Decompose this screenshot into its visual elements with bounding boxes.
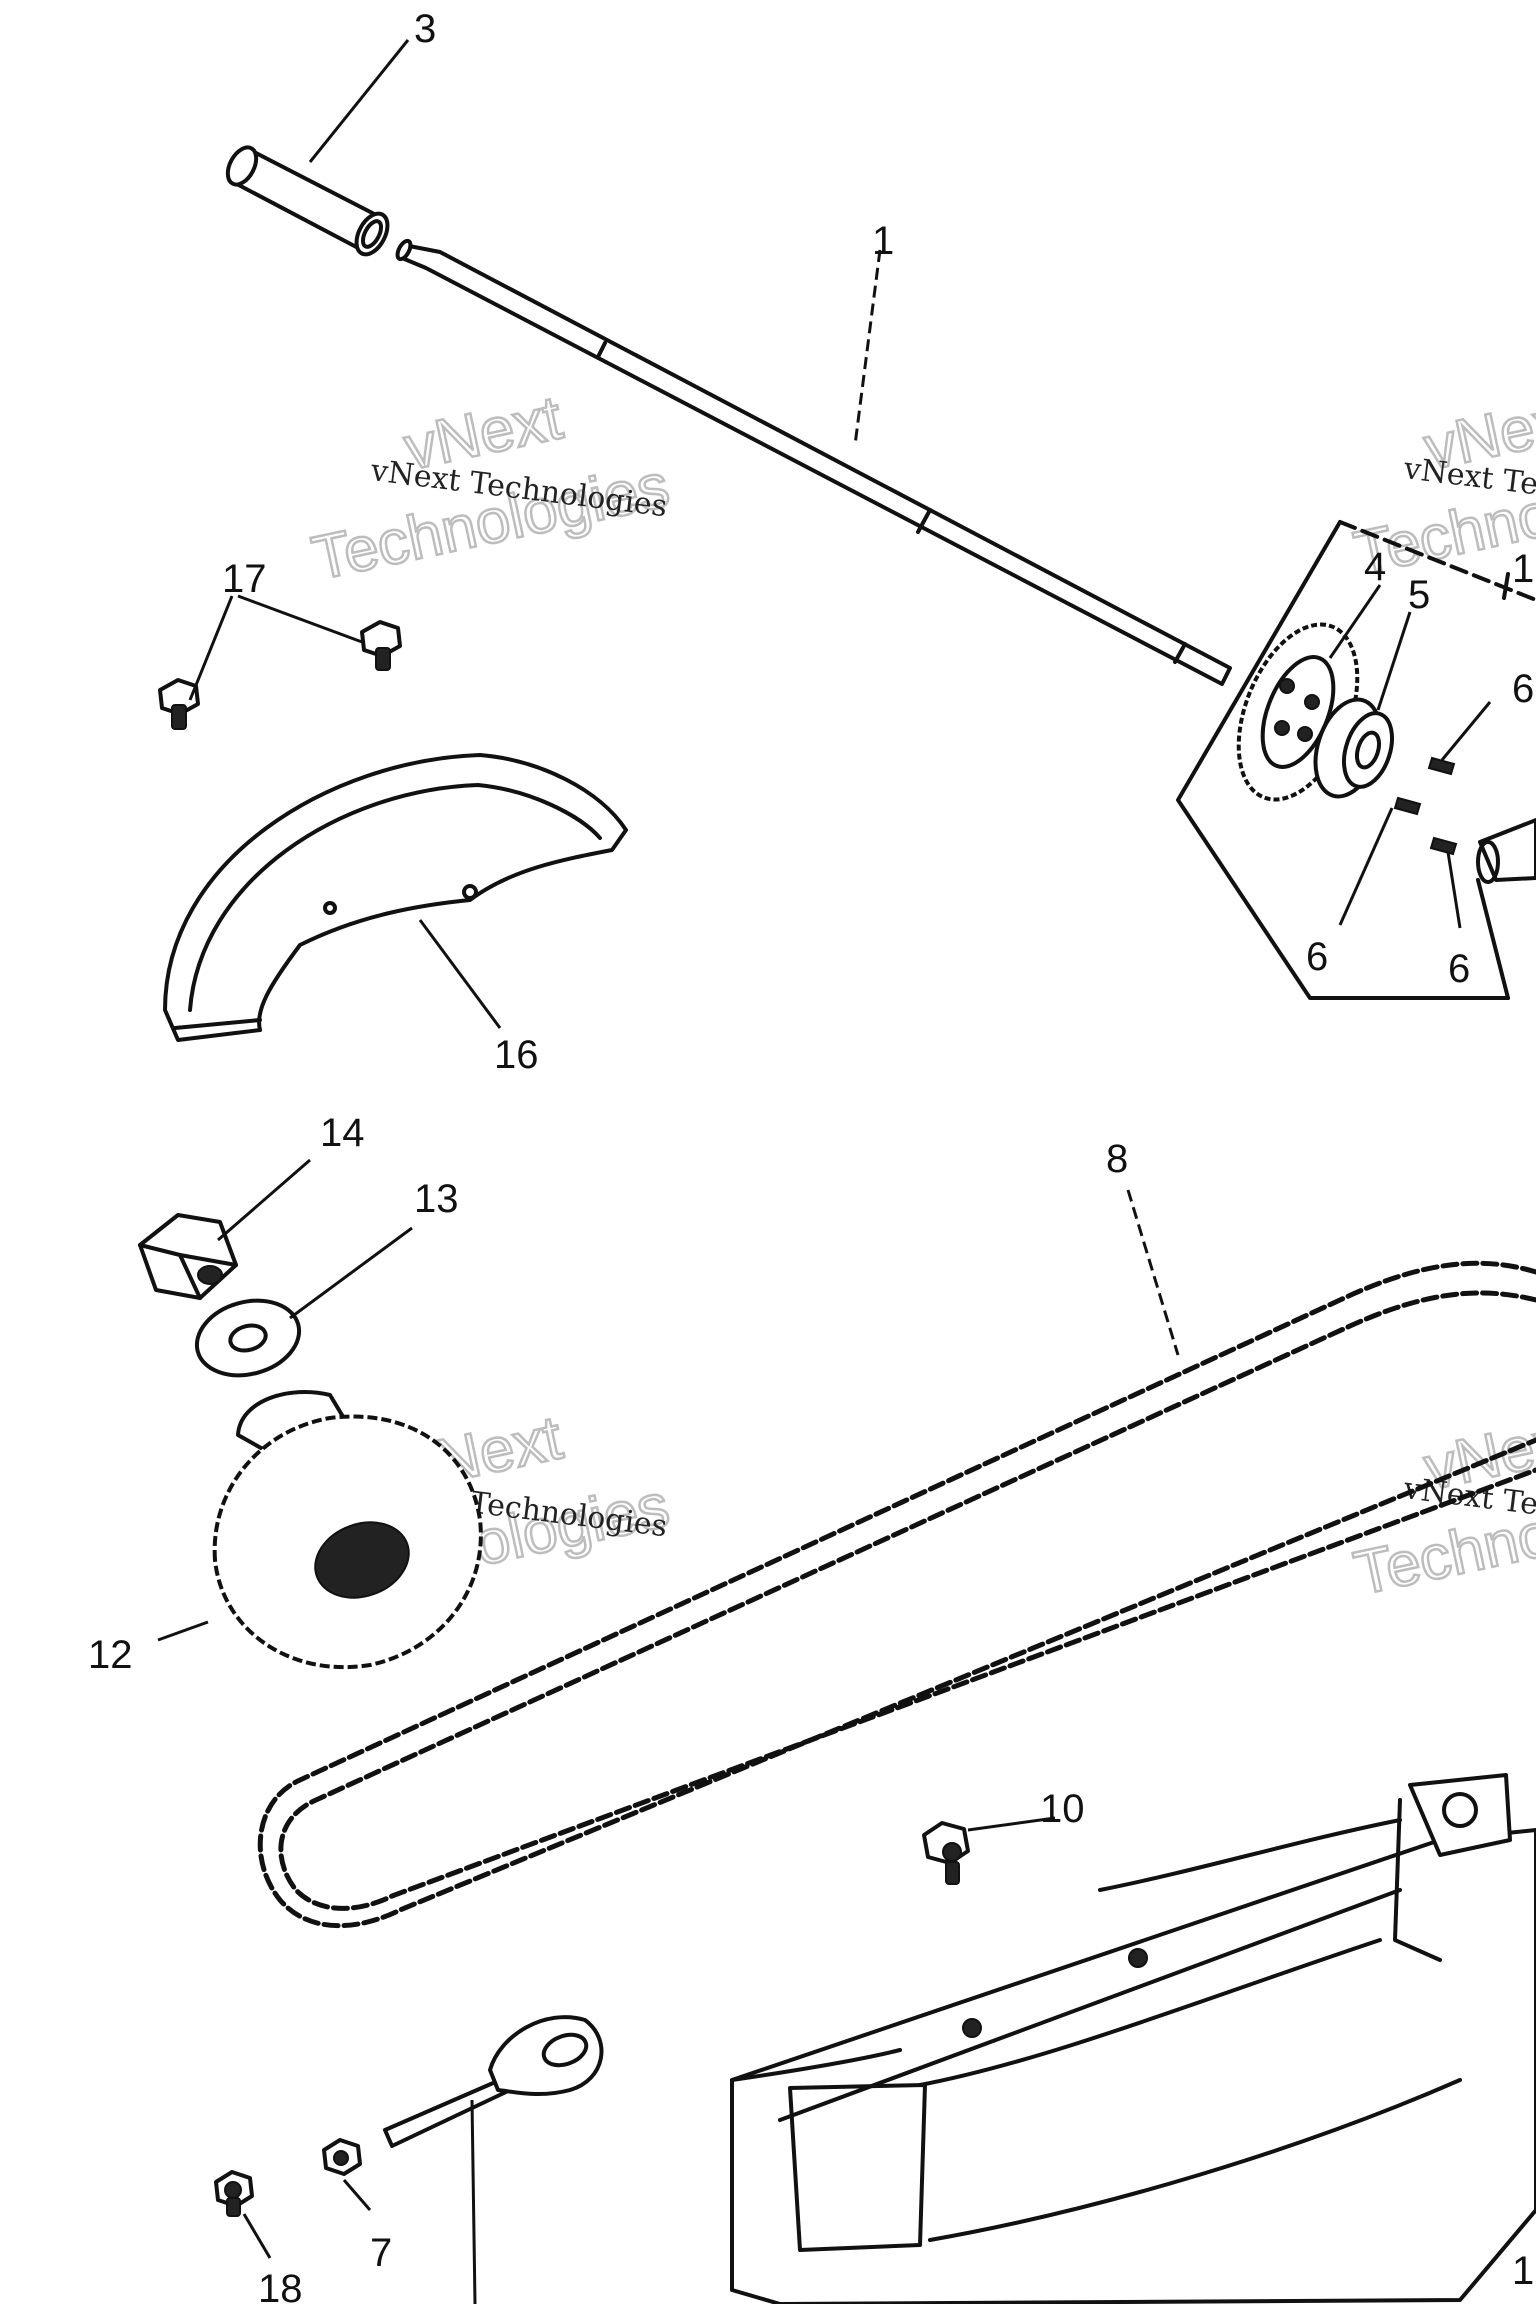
callout-17: 17 [222,557,267,601]
part-12-sprocket [212,1390,483,1670]
part-16-chain-guard [163,753,628,1042]
callout-6-lower-right: 6 [1448,947,1470,991]
callout-14: 14 [320,1111,365,1155]
part-1-shaft [395,238,1232,686]
callout-3: 3 [414,7,436,51]
callout-10: 10 [1040,1787,1085,1831]
callout-6-edge: 6 [1512,667,1534,711]
leader-lines [157,39,1492,2259]
part-8-chain [257,1260,1536,1929]
part-7-nut [322,2138,362,2176]
part-edge-tube [1476,818,1536,884]
callout-16: 16 [494,1033,539,1077]
watermark-group-top-left: vNext Technologies vNext Technologies [305,382,676,595]
part-13-washer [194,1298,302,1378]
callout-12: 12 [88,1633,133,1677]
part-frame-housing [730,1773,1536,2304]
callout-18: 18 [258,2267,303,2304]
callout-1: 1 [872,219,894,263]
part-6-bolts [1393,756,1458,856]
callout-1-edge-bottom: 1 [1512,2249,1534,2293]
part-17-nuts [158,620,402,730]
callout-7: 7 [370,2231,392,2275]
part-10-nut [922,1821,970,1885]
callout-labels: 3 1 4 5 1 6 6 6 17 16 14 13 8 12 10 7 18… [88,7,1534,2304]
assembly-inset-box [1176,520,1536,1000]
part-tension-rod [383,2015,604,2304]
part-18-nut [214,2170,254,2217]
callout-6-lower-left: 6 [1306,935,1328,979]
callout-5: 5 [1408,573,1430,617]
part-14-hex-nut [138,1213,238,1300]
callout-8: 8 [1106,1137,1128,1181]
part-5-hub [1313,697,1394,799]
callout-1-edge-top: 1 [1512,547,1534,591]
callout-4: 4 [1364,545,1386,589]
callout-13: 13 [414,1177,459,1221]
part-3-sleeve [225,145,390,257]
